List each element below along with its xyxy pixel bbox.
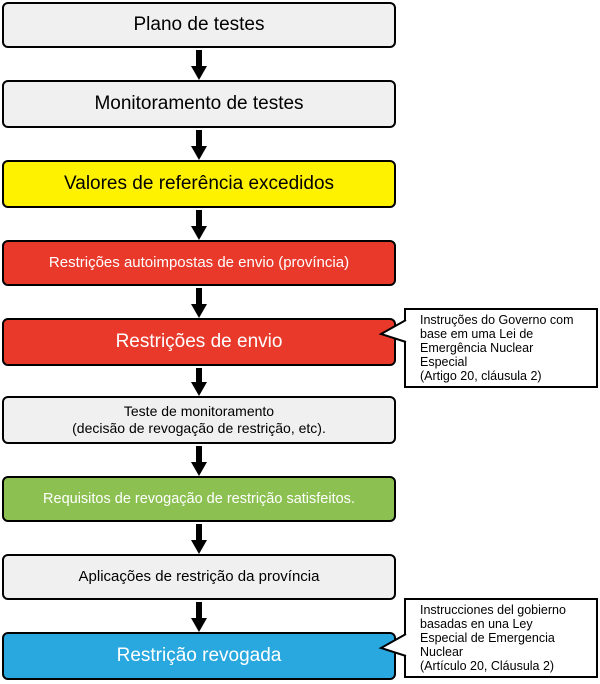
callout-note-government-instructions: Instruções do Governo com base em uma Le… [404,308,598,388]
note-line: base em uma Lei de [420,327,534,341]
step-label: Aplicações de restrição da província [78,567,320,585]
note-line: Instruções do Governo com [420,313,574,327]
step-label: Restrição revogada [116,645,282,667]
flow-arrow [191,602,207,632]
step-test-monitoring: Monitoramento de testes [2,80,396,128]
step-province-applications: Aplicações de restrição da província [2,554,396,600]
step-restriction-revoked: Restrição revogada [2,632,396,680]
note-line: Instrucciones del gobierno [420,603,566,617]
callout-note-spanish-instructions: Instrucciones del gobierno basadas en un… [404,598,598,678]
step-shipment-restrictions: Restrições de envio [2,318,396,366]
note-line: (Artículo 20, Cláusula 2) [420,659,555,673]
note-line: Nuclear [420,645,464,659]
note-line: Especial de Emergencia [420,631,555,645]
step-label: Plano de testes [133,14,265,36]
flow-arrow [191,368,207,396]
flow-arrow [191,210,207,240]
flow-arrow [191,446,207,476]
callout-pointer [378,633,407,657]
step-self-imposed-restrictions: Restrições autoimpostas de envio (provín… [2,240,396,286]
step-monitoring-test: Teste de monitoramento (decisão de revog… [2,396,396,444]
note-line: basadas en una Ley [420,617,533,631]
step-label-line-2: (decisão de revogação de restrição, etc)… [72,420,326,436]
callout-pointer [378,319,407,343]
step-label: Restrições autoimpostas de envio (provín… [48,253,350,271]
flow-arrow [191,50,207,80]
step-label-line-1: Teste de monitoramento [123,402,275,419]
note-line: (Artigo 20, cláusula 2) [420,369,542,383]
flow-arrow [191,130,207,160]
step-label: Valores de referência excedidos [63,173,335,195]
step-revocation-requirements: Requisitos de revogação de restrição sat… [2,476,396,522]
flow-arrow [191,524,207,554]
note-line: Especial [420,355,468,369]
flow-arrow [191,288,207,318]
note-line: Emergência Nuclear [420,341,534,355]
step-test-plan: Plano de testes [2,2,396,48]
step-label: Monitoramento de testes [94,93,304,115]
step-label: Restrições de envio [115,331,283,353]
step-reference-exceeded: Valores de referência excedidos [2,160,396,208]
step-label: Requisitos de revogação de restrição sat… [43,490,355,507]
